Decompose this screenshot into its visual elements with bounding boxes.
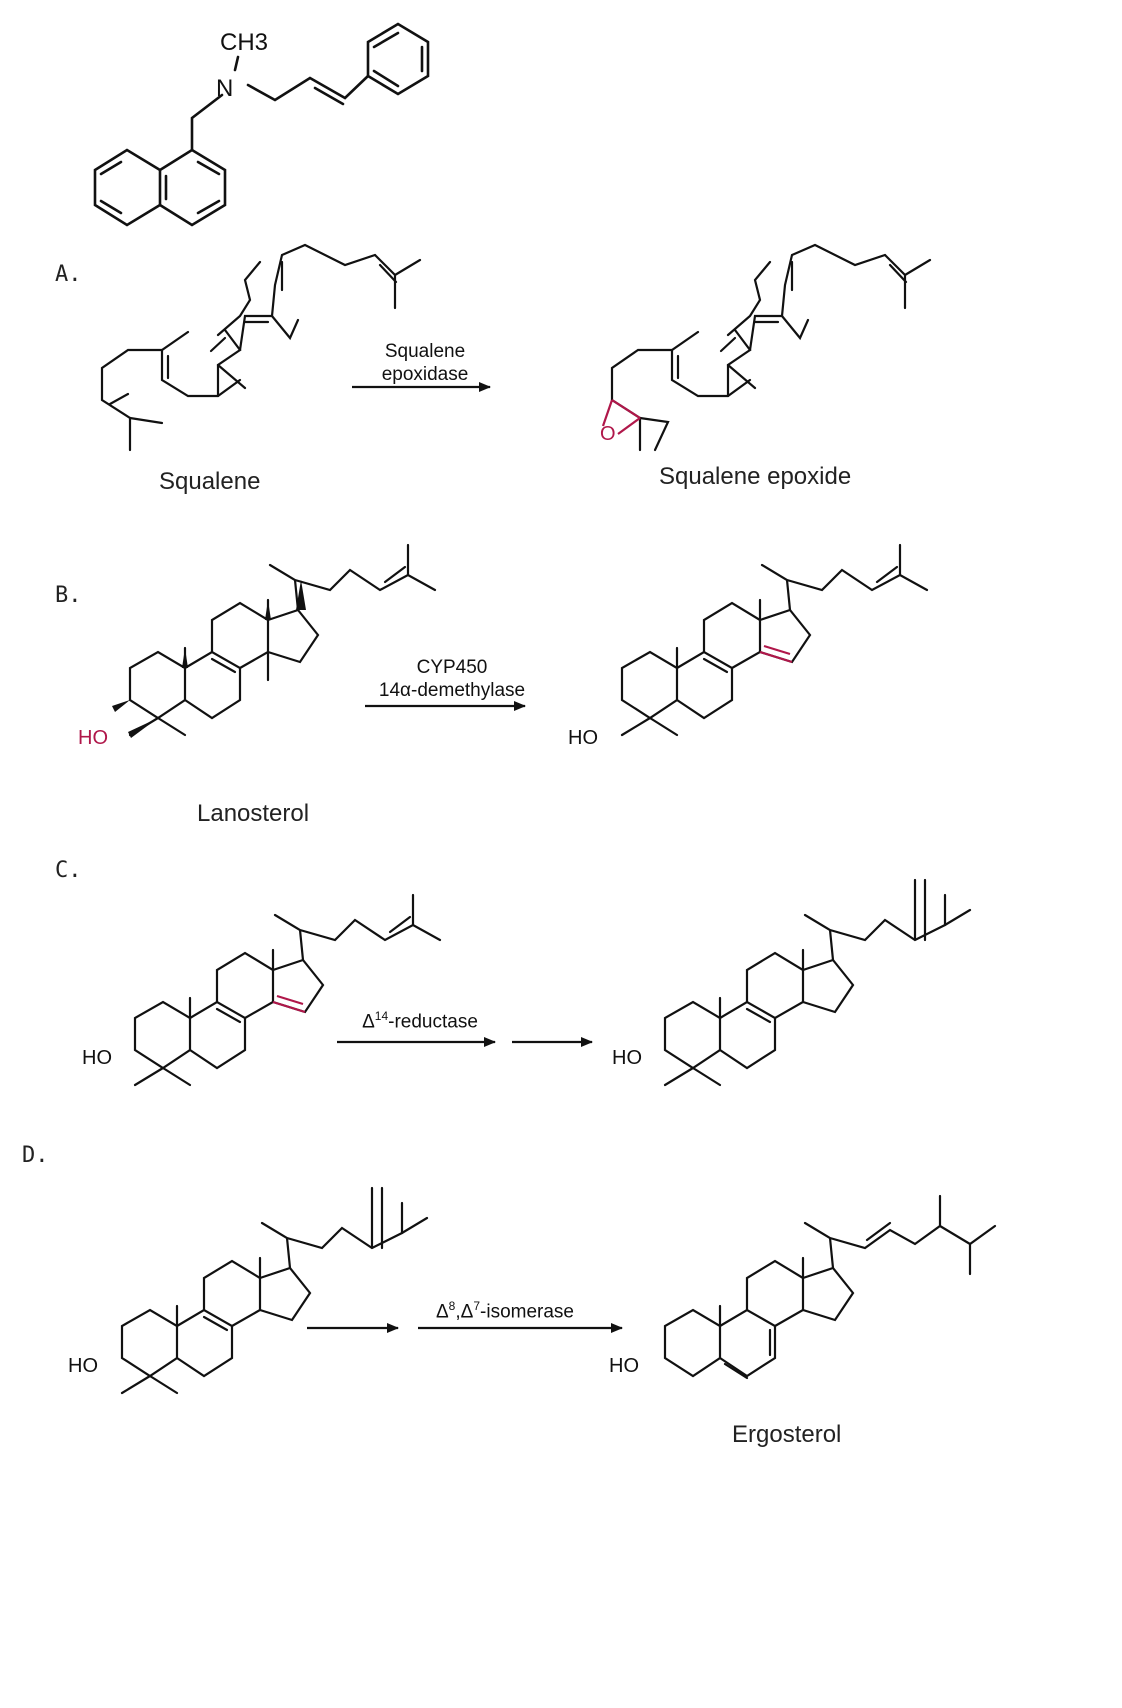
- isomerase-text: -isomerase: [480, 1301, 575, 1323]
- reductase-text: -reductase: [388, 1011, 478, 1033]
- product-b-hydroxyl: HO: [568, 727, 598, 749]
- delta-symbol: ,Δ: [455, 1301, 474, 1323]
- epoxide-ring: [601, 399, 641, 435]
- lanosterol-hydroxyl: HO: [78, 727, 108, 749]
- squalene-structure: [100, 243, 422, 452]
- demethylase-label: CYP450 14α-demethylase: [362, 656, 542, 702]
- squalene-epoxide-label: Squalene epoxide: [659, 463, 852, 490]
- option-d-label: D.: [22, 1143, 49, 1168]
- delta-superscript: 8: [448, 1299, 456, 1313]
- c-right-structure: [663, 878, 972, 1087]
- drug-structure: [93, 22, 430, 227]
- delta14-double-bond: [272, 994, 306, 1014]
- delta-symbol: Δ: [435, 1301, 449, 1323]
- c-left-structure: [133, 893, 442, 1087]
- delta-superscript: 14: [374, 1009, 389, 1023]
- reductase-label: Δ14-reductase: [350, 1005, 490, 1033]
- lanosterol-wedges: [112, 580, 306, 738]
- demethylated-product-structure: [620, 543, 929, 737]
- d-left-hydroxyl: HO: [68, 1355, 98, 1377]
- c-right-hydroxyl: HO: [612, 1047, 642, 1069]
- ergosterol-label: Ergosterol: [732, 1421, 842, 1448]
- isomerase-label: Δ8,Δ7-isomerase: [410, 1295, 600, 1323]
- ergosterol-structure: [663, 1194, 997, 1380]
- enzyme-b-line2: 14α-demethylase: [378, 680, 526, 701]
- nitrogen-atom: N: [216, 75, 233, 102]
- c-left-hydroxyl: HO: [82, 1047, 112, 1069]
- squalene-epoxidase-label: Squalene epoxidase: [355, 340, 495, 386]
- squalene-label: Squalene: [159, 468, 261, 495]
- option-b-label: B.: [55, 583, 82, 608]
- delta-superscript: 7: [473, 1299, 481, 1313]
- new-double-bond: [759, 644, 793, 664]
- methyl-group: CH3: [220, 29, 268, 56]
- enzyme-a-line2: epoxidase: [381, 364, 469, 385]
- ergosterol-hydroxyl: HO: [609, 1355, 639, 1377]
- enzyme-b-line1: CYP450: [416, 657, 488, 678]
- lanosterol-label: Lanosterol: [197, 800, 310, 827]
- squalene-epoxide-structure: [610, 243, 932, 452]
- delta-symbol: Δ: [362, 1011, 375, 1033]
- option-c-label: C.: [55, 858, 82, 883]
- option-a-label: A.: [55, 262, 82, 287]
- enzyme-a-line1: Squalene: [384, 341, 466, 362]
- epoxide-oxygen: O: [600, 423, 616, 445]
- d-left-structure: [120, 1186, 429, 1395]
